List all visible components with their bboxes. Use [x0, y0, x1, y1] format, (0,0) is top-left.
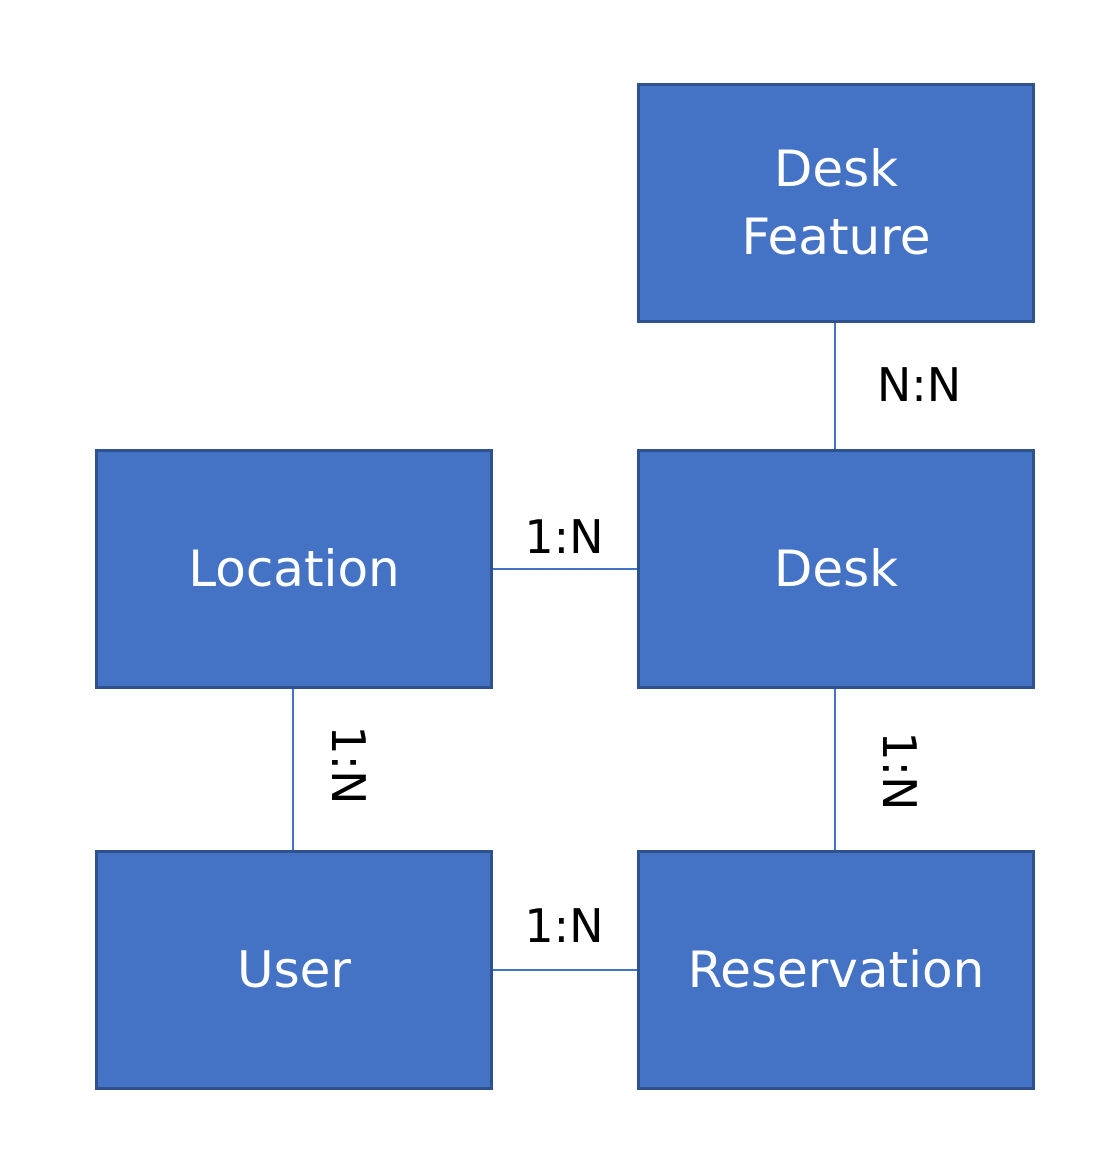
entity-desk-feature-label: Desk Feature	[742, 135, 931, 271]
cardinality-desk-reservation: 1:N	[872, 731, 926, 811]
entity-desk-feature-line-2: Feature	[741, 208, 931, 266]
cardinality-user-reservation: 1:N	[524, 899, 604, 953]
entity-location: Location	[95, 449, 493, 689]
entity-user-label: User	[237, 941, 351, 999]
entity-desk-feature-line-1: Desk	[773, 140, 899, 198]
entity-desk: Desk	[637, 449, 1035, 689]
entity-user: User	[95, 850, 493, 1090]
connector-desk-feature-desk	[834, 323, 836, 449]
entity-reservation: Reservation	[637, 850, 1035, 1090]
entity-reservation-label: Reservation	[687, 941, 985, 999]
entity-desk-label: Desk	[773, 540, 899, 598]
connector-location-user	[292, 689, 294, 850]
cardinality-desk-feature-desk: N:N	[876, 358, 962, 412]
connector-location-desk	[492, 568, 637, 570]
entity-location-label: Location	[188, 540, 400, 598]
cardinality-location-user: 1:N	[321, 725, 375, 805]
cardinality-location-desk: 1:N	[524, 510, 604, 564]
entity-desk-feature: Desk Feature	[637, 83, 1035, 323]
connector-desk-reservation	[834, 689, 836, 850]
connector-user-reservation	[492, 969, 637, 971]
